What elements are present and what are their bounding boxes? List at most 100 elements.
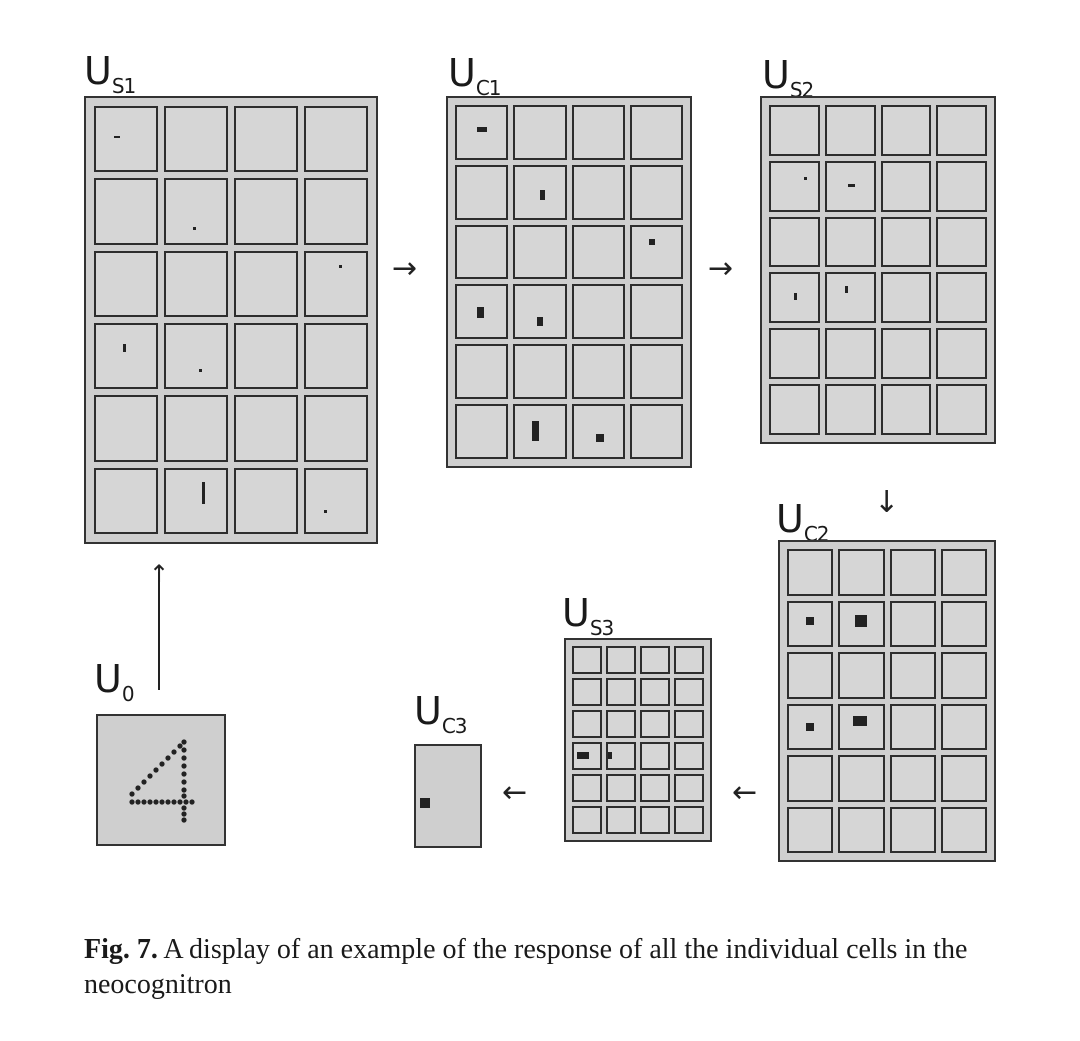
uc2-cell — [838, 806, 885, 853]
us2-cell — [936, 384, 987, 435]
uc1-cell — [455, 105, 509, 160]
uc1-cell — [571, 284, 625, 340]
us3-cell — [572, 678, 602, 706]
layer-label-us3: US3 — [562, 591, 614, 640]
us1-cell — [94, 178, 158, 245]
uc1-panel — [446, 96, 692, 468]
uc3-response-mark — [420, 798, 430, 808]
us2-response-mark — [845, 286, 849, 294]
us1-panel — [84, 96, 378, 544]
us1-cell — [164, 323, 228, 390]
uc2-cell — [889, 652, 936, 699]
uc1-cell — [571, 224, 625, 280]
arrow-us2-to-uc2-icon: ↓ — [874, 485, 900, 520]
uc1-cell — [571, 344, 625, 400]
us2-response-mark — [803, 176, 807, 180]
us2-cell — [880, 160, 932, 212]
us2-cell — [936, 160, 987, 212]
uc2-cell — [889, 806, 936, 853]
us2-cell — [880, 384, 932, 435]
layer-label-uc3: UC3 — [414, 689, 468, 738]
uc2-cell — [889, 549, 936, 596]
us1-response-mark — [193, 227, 196, 231]
uc1-cell — [629, 224, 683, 280]
arrow-us1-to-uc1-icon: → — [392, 251, 418, 286]
uc1-cell — [629, 105, 683, 160]
us3-response-mark — [576, 752, 589, 760]
us2-cell — [936, 272, 987, 324]
uc2-cell — [787, 600, 834, 647]
uc1-response-mark — [532, 421, 540, 442]
arrow-uc2-to-us3-icon: ← — [732, 775, 758, 810]
uc3-panel — [414, 744, 482, 848]
layer-label-u0: U0 — [94, 657, 135, 706]
uc2-cell — [940, 600, 987, 647]
us1-cell — [304, 178, 368, 245]
uc2-cell — [838, 652, 885, 699]
us1-cell — [164, 106, 228, 173]
us2-cell — [824, 384, 876, 435]
uc1-response-mark — [476, 127, 487, 133]
us1-cell — [94, 250, 158, 317]
uc2-cell — [787, 652, 834, 699]
us2-cell — [880, 216, 932, 268]
us1-cell — [304, 250, 368, 317]
us1-response-mark — [202, 482, 205, 505]
uc2-cell — [787, 549, 834, 596]
us3-cell — [674, 710, 704, 738]
uc2-cell — [940, 755, 987, 802]
us2-cell — [936, 216, 987, 268]
uc2-response-mark — [805, 617, 814, 626]
us3-cell — [674, 774, 704, 802]
us2-cell — [824, 160, 876, 212]
us3-cell — [572, 742, 602, 770]
uc1-cell — [455, 224, 509, 280]
uc1-cell — [513, 404, 567, 459]
us1-cell — [234, 178, 298, 245]
uc2-cell — [940, 806, 987, 853]
uc2-cell — [787, 806, 834, 853]
us2-cell — [936, 328, 987, 380]
us3-cell — [640, 646, 670, 674]
us1-cell — [164, 178, 228, 245]
us1-cell — [234, 106, 298, 173]
us3-cell — [674, 806, 704, 834]
us2-cell — [824, 328, 876, 380]
us1-cell — [304, 467, 368, 534]
us2-cell — [769, 105, 820, 156]
uc1-cell — [571, 404, 625, 459]
us1-cell — [304, 106, 368, 173]
us2-panel — [760, 96, 996, 444]
uc1-cell — [571, 164, 625, 220]
layer-label-uc1: UC1 — [448, 51, 502, 100]
us3-cell — [640, 678, 670, 706]
uc2-response-mark — [852, 716, 867, 727]
us1-cell — [234, 467, 298, 534]
us3-cell — [606, 774, 636, 802]
us3-cell — [606, 806, 636, 834]
us3-cell — [640, 742, 670, 770]
layer-label-us2: US2 — [762, 53, 814, 102]
us3-cell — [674, 646, 704, 674]
us3-panel — [564, 638, 712, 842]
us2-cell — [769, 216, 820, 268]
layer-label-us1: US1 — [84, 49, 136, 98]
us2-cell — [880, 272, 932, 324]
uc1-cell — [513, 224, 567, 280]
uc2-cell — [889, 703, 936, 750]
uc2-cell — [787, 703, 834, 750]
us2-response-mark — [794, 293, 798, 301]
us1-cell — [94, 395, 158, 462]
us2-cell — [824, 105, 876, 156]
layer-label-uc2: UC2 — [776, 497, 830, 546]
us1-cell — [234, 395, 298, 462]
us3-cell — [606, 678, 636, 706]
us1-cell — [164, 467, 228, 534]
uc1-cell — [513, 284, 567, 340]
us1-response-mark — [114, 136, 120, 139]
us1-response-mark — [199, 368, 202, 372]
us1-cell — [234, 250, 298, 317]
us3-cell — [572, 646, 602, 674]
figure-label: Fig. 7. — [84, 934, 158, 965]
us2-cell — [936, 105, 987, 156]
